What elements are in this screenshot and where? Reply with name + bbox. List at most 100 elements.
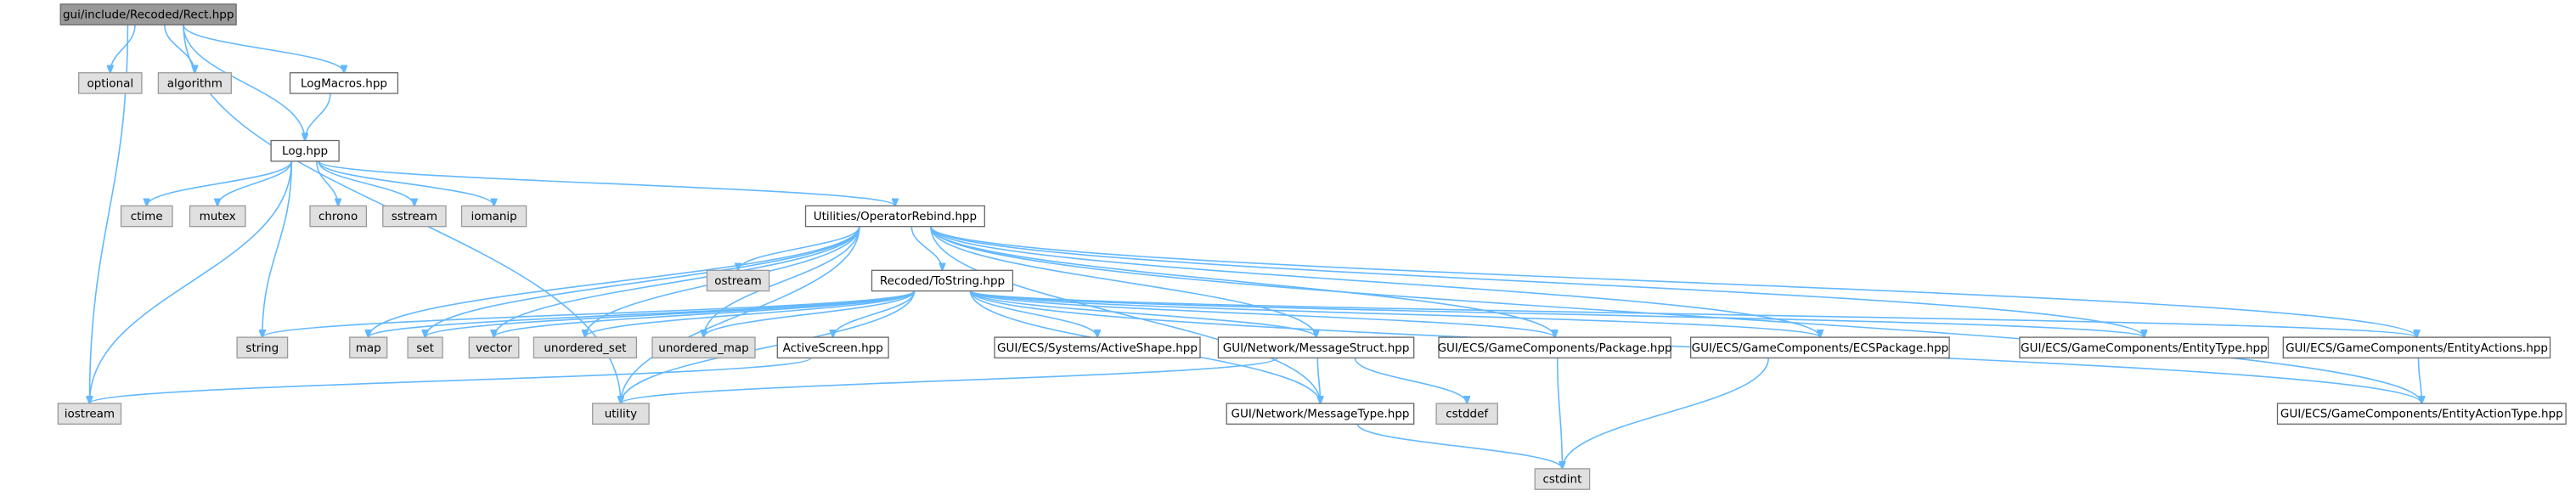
node-label-uset: unordered_set bbox=[544, 341, 626, 355]
node-label-ctime: ctime bbox=[131, 210, 163, 223]
node-logmacros[interactable]: LogMacros.hpp bbox=[289, 72, 399, 94]
edge-oprebind-to-entityactiontype bbox=[930, 226, 2421, 403]
node-box-vector bbox=[468, 336, 520, 359]
node-label-msgtype: GUI/Network/MessageType.hpp bbox=[1232, 408, 1410, 421]
node-label-iostream: iostream bbox=[65, 408, 115, 421]
node-set[interactable]: set bbox=[407, 336, 443, 359]
node-entityactions[interactable]: GUI/ECS/GameComponents/EntityActions.hpp bbox=[2282, 336, 2551, 359]
node-box-ostream bbox=[706, 269, 770, 292]
edge-rect-to-log bbox=[183, 25, 305, 140]
node-ecspackage[interactable]: GUI/ECS/GameComponents/ECSPackage.hpp bbox=[1689, 336, 1950, 359]
node-box-entityactions bbox=[2282, 336, 2551, 359]
node-label-string: string bbox=[245, 341, 279, 355]
node-cstddef[interactable]: cstddef bbox=[1435, 403, 1498, 425]
edge-package-to-cstdint bbox=[1556, 358, 1563, 469]
node-label-ostream: ostream bbox=[714, 274, 762, 288]
edge-log-to-iomanip bbox=[318, 161, 494, 206]
node-box-msgtype bbox=[1226, 403, 1415, 425]
edge-log-to-chrono bbox=[316, 161, 338, 206]
edge-log-to-oprebind bbox=[318, 161, 895, 206]
node-package[interactable]: GUI/ECS/GameComponents/Package.hpp bbox=[1438, 336, 1672, 359]
edge-oprebind-to-vector bbox=[494, 226, 860, 337]
edge-oprebind-to-tostring bbox=[910, 226, 942, 271]
edges-layer bbox=[89, 24, 2422, 469]
node-vector[interactable]: vector bbox=[468, 336, 520, 359]
edge-tostring-to-vector bbox=[494, 290, 916, 338]
node-utility[interactable]: utility bbox=[592, 403, 650, 425]
node-label-mutex: mutex bbox=[200, 210, 236, 223]
edge-rect-to-algorithm bbox=[164, 25, 195, 72]
node-box-utility bbox=[592, 403, 650, 425]
node-box-umap bbox=[651, 336, 756, 359]
node-iomanip[interactable]: iomanip bbox=[460, 205, 527, 228]
node-iostream[interactable]: iostream bbox=[57, 403, 122, 425]
edge-log-to-iostream bbox=[89, 161, 292, 403]
node-box-oprebind bbox=[804, 205, 985, 228]
node-label-activeshape: GUI/ECS/Systems/ActiveShape.hpp bbox=[997, 341, 1198, 355]
node-cstdint[interactable]: cstdint bbox=[1534, 468, 1591, 490]
node-sstream[interactable]: sstream bbox=[382, 205, 447, 228]
node-label-entitytype: GUI/ECS/GameComponents/EntityType.hpp bbox=[2021, 341, 2268, 355]
node-label-optional: optional bbox=[87, 76, 133, 90]
node-label-chrono: chrono bbox=[318, 210, 358, 223]
edge-oprebind-to-package bbox=[930, 226, 1555, 337]
edge-tostring-to-uset bbox=[585, 290, 916, 338]
node-label-ecspackage: GUI/ECS/GameComponents/ECSPackage.hpp bbox=[1692, 341, 1949, 355]
node-label-cstdint: cstdint bbox=[1542, 473, 1581, 487]
node-box-rect bbox=[59, 3, 237, 25]
node-box-logmacros bbox=[289, 72, 399, 94]
node-box-algorithm bbox=[157, 72, 232, 94]
node-box-tostring bbox=[871, 269, 1014, 292]
node-box-activescreen bbox=[776, 336, 889, 359]
node-mutex[interactable]: mutex bbox=[189, 205, 246, 228]
node-msgstruct[interactable]: GUI/Network/MessageStruct.hpp bbox=[1217, 336, 1415, 359]
node-map[interactable]: map bbox=[349, 336, 388, 359]
node-log[interactable]: Log.hpp bbox=[270, 139, 340, 162]
edge-oprebind-to-msgstruct bbox=[930, 226, 1316, 337]
node-umap[interactable]: unordered_map bbox=[651, 336, 756, 359]
node-tostring[interactable]: Recoded/ToString.hpp bbox=[871, 269, 1014, 292]
node-box-cstddef bbox=[1435, 403, 1498, 425]
node-label-entityactions: GUI/ECS/GameComponents/EntityActions.hpp bbox=[2286, 341, 2548, 355]
node-label-algorithm: algorithm bbox=[167, 76, 223, 90]
edge-oprebind-to-map bbox=[369, 226, 860, 337]
edge-tostring-to-activeshape bbox=[969, 290, 1098, 338]
node-label-activescreen: ActiveScreen.hpp bbox=[783, 341, 883, 355]
node-msgtype[interactable]: GUI/Network/MessageType.hpp bbox=[1226, 403, 1415, 425]
node-label-log: Log.hpp bbox=[282, 144, 328, 158]
node-box-cstdint bbox=[1534, 468, 1591, 490]
node-ostream[interactable]: ostream bbox=[706, 269, 770, 292]
node-chrono[interactable]: chrono bbox=[309, 205, 368, 228]
edge-oprebind-to-set bbox=[426, 226, 860, 337]
node-box-iostream bbox=[57, 403, 122, 425]
edge-entityactions-to-entityactiontype bbox=[2417, 358, 2422, 404]
node-optional[interactable]: optional bbox=[78, 72, 143, 94]
node-label-cstddef: cstddef bbox=[1446, 408, 1489, 421]
node-box-string bbox=[236, 336, 289, 359]
edge-log-to-string bbox=[262, 161, 293, 337]
edge-tostring-to-msgstruct bbox=[969, 290, 1316, 338]
node-box-ctime bbox=[120, 205, 173, 228]
edge-msgstruct-to-cstddef bbox=[1354, 358, 1467, 404]
node-box-sstream bbox=[382, 205, 447, 228]
edge-tostring-to-ecspackage bbox=[969, 290, 1820, 338]
node-activescreen[interactable]: ActiveScreen.hpp bbox=[776, 336, 889, 359]
edge-oprebind-to-umap bbox=[704, 226, 860, 337]
edge-logmacros-to-log bbox=[305, 93, 331, 141]
node-uset[interactable]: unordered_set bbox=[533, 336, 638, 359]
node-oprebind[interactable]: Utilities/OperatorRebind.hpp bbox=[804, 205, 985, 228]
node-label-iomanip: iomanip bbox=[471, 210, 516, 223]
node-box-mutex bbox=[189, 205, 246, 228]
node-activeshape[interactable]: GUI/ECS/Systems/ActiveShape.hpp bbox=[994, 336, 1201, 359]
node-string[interactable]: string bbox=[236, 336, 289, 359]
node-entityactiontype[interactable]: GUI/ECS/GameComponents/EntityActionType.… bbox=[2276, 403, 2567, 425]
node-rect: gui/include/Recoded/Rect.hpp bbox=[59, 3, 237, 25]
edge-tostring-to-map bbox=[369, 290, 916, 338]
node-box-optional bbox=[78, 72, 143, 94]
node-algorithm[interactable]: algorithm bbox=[157, 72, 232, 94]
node-box-activeshape bbox=[994, 336, 1201, 359]
node-entitytype[interactable]: GUI/ECS/GameComponents/EntityType.hpp bbox=[2019, 336, 2269, 359]
edge-ecspackage-to-cstdint bbox=[1562, 358, 1769, 469]
node-ctime[interactable]: ctime bbox=[120, 205, 173, 228]
node-label-umap: unordered_map bbox=[658, 341, 748, 355]
